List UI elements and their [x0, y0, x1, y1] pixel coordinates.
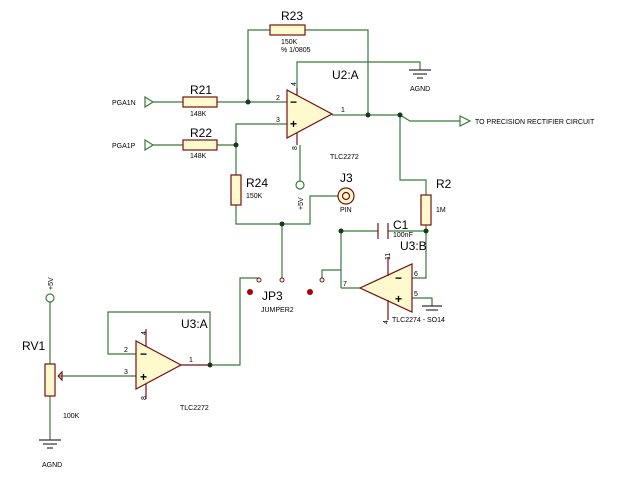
r23-ref: R23 [281, 9, 303, 23]
u3a-pin-neg: 2 [124, 347, 128, 354]
resistor-r23[interactable]: R23 150K % 1/0805 [269, 9, 311, 54]
r22-value: 148K [190, 153, 207, 160]
agnd-bottom-label: AGND [42, 462, 62, 469]
r21-ref: R21 [190, 83, 212, 97]
u3b-plus: + [395, 292, 402, 306]
jumper-pad [307, 289, 313, 295]
u2-pin-neg: 2 [276, 95, 280, 102]
vplus-u2-label: +5V [298, 197, 305, 210]
opamp-u2a[interactable]: − + 2 3 1 4 8 U2:A TLC2272 [276, 68, 359, 161]
wire-r23-right [305, 29, 369, 115]
wire-r2-top [399, 115, 427, 195]
ground-symbol-bottom: AGND [39, 439, 62, 469]
r23-note: % 1/0805 [281, 47, 311, 54]
net-terminal-output: TO PRECISION RECTIFIER CIRCUIT [459, 115, 595, 127]
u3a-pin-pos: 3 [124, 369, 128, 376]
u2-pin-vpos: 4 [291, 82, 298, 86]
wire-c1-left [340, 230, 378, 288]
rv1-value: 100K [63, 413, 80, 420]
wire-u3a-fb [107, 311, 211, 365]
junction-dot [423, 228, 429, 234]
u3a-ref: U3:A [181, 317, 208, 331]
j3-value: PIN [340, 207, 352, 214]
pga1n-label: PGA1N [112, 100, 136, 107]
u3a-pin-vneg: 8 [141, 396, 148, 400]
wire-u3b-gnd [412, 297, 433, 306]
r23-value: 150K [281, 39, 298, 46]
u2-pin-out: 1 [341, 107, 345, 114]
junction-dot [245, 99, 251, 105]
ground-symbol-u3b [422, 305, 442, 311]
c1-value: 100nF [393, 232, 413, 239]
jumper-pad [247, 289, 253, 295]
net-terminal-pga1n: PGA1N [112, 95, 155, 109]
u3b-ref: U3:B [400, 239, 427, 253]
j3-ref: J3 [340, 171, 353, 185]
c1-ref: C1 [393, 218, 409, 232]
rv1-ref: RV1 [22, 339, 45, 353]
ground-symbol-top: AGND [409, 69, 431, 93]
opamp-u3a[interactable]: − + 2 3 1 4 8 U3:A TLC2272 [124, 317, 210, 412]
u2-pin-pos: 3 [276, 117, 280, 124]
u3a-pin-vpos: 4 [141, 331, 148, 335]
resistor-r22[interactable]: R22 148K [182, 126, 218, 160]
u2-pin-vneg: 8 [292, 146, 299, 150]
potentiometer-rv1[interactable]: RV1 100K [22, 339, 80, 420]
power-terminal-u2: +5V [295, 180, 305, 210]
junction-dot [397, 112, 403, 118]
u2a-part: TLC2272 [330, 154, 359, 161]
junction-dot [233, 142, 239, 148]
wire-j3 [282, 195, 338, 225]
u2-minus: − [290, 95, 297, 109]
resistor-r2[interactable]: R2 1M [420, 177, 452, 226]
jp3-value: JUMPER2 [261, 307, 294, 314]
net-terminal-pga1p: PGA1P [112, 138, 155, 152]
u3b-minus: − [395, 271, 402, 285]
u3b-pin-neg: 6 [414, 271, 418, 278]
u3a-minus: − [140, 347, 147, 361]
wire-r23-left [247, 29, 270, 102]
r2-value: 1M [436, 207, 446, 214]
jumper-jp3[interactable]: JP3 JUMPER2 [247, 277, 325, 314]
u3b-pin-vpos: 11 [385, 253, 392, 260]
r2-ref: R2 [436, 177, 452, 191]
junction-dot [365, 112, 371, 118]
resistor-r21[interactable]: R21 148K [182, 83, 218, 118]
u3a-pin-out: 1 [189, 357, 193, 364]
power-terminal-rv1: +5V [45, 277, 55, 303]
wire-u2-agnd [296, 61, 421, 88]
connector-j3[interactable]: J3 PIN [337, 171, 355, 214]
wire-r24-bottom [235, 205, 282, 225]
u2-plus: + [290, 117, 297, 131]
u3b-pin-vneg: 4 [383, 320, 390, 324]
u3a-plus: + [140, 370, 147, 384]
capacitor-c1[interactable]: C1 100nF [377, 218, 413, 239]
u2a-ref: U2:A [332, 68, 359, 82]
wire-jp3-left [210, 277, 259, 366]
junction-dot [338, 228, 344, 234]
u3b-pin-out: 7 [343, 281, 347, 288]
r21-value: 148K [190, 111, 207, 118]
pga1p-label: PGA1P [112, 143, 136, 150]
output-label: TO PRECISION RECTIFIER CIRCUIT [475, 119, 595, 126]
vplus-rv1-label: +5V [48, 277, 55, 290]
jp3-ref: JP3 [262, 289, 283, 303]
u3b-pin-pos: 5 [414, 291, 418, 298]
agnd-top-label: AGND [410, 86, 430, 93]
r24-value: 150K [246, 193, 263, 200]
wire-output-net [399, 114, 460, 122]
resistor-r24[interactable]: R24 150K [230, 174, 268, 206]
wire-r2-bottom [412, 225, 427, 279]
u3b-part: TLC2274 - SO14 [392, 317, 445, 324]
wire-jp3-right [321, 269, 341, 278]
opamp-u3b[interactable]: − + 6 5 7 11 4 U3:B TLC2274 - SO14 [343, 239, 445, 324]
junction-dot [279, 221, 285, 227]
r22-ref: R22 [190, 126, 212, 140]
r24-ref: R24 [246, 176, 268, 190]
wire-pin3 [235, 123, 287, 145]
u3a-part: TLC2272 [180, 405, 209, 412]
